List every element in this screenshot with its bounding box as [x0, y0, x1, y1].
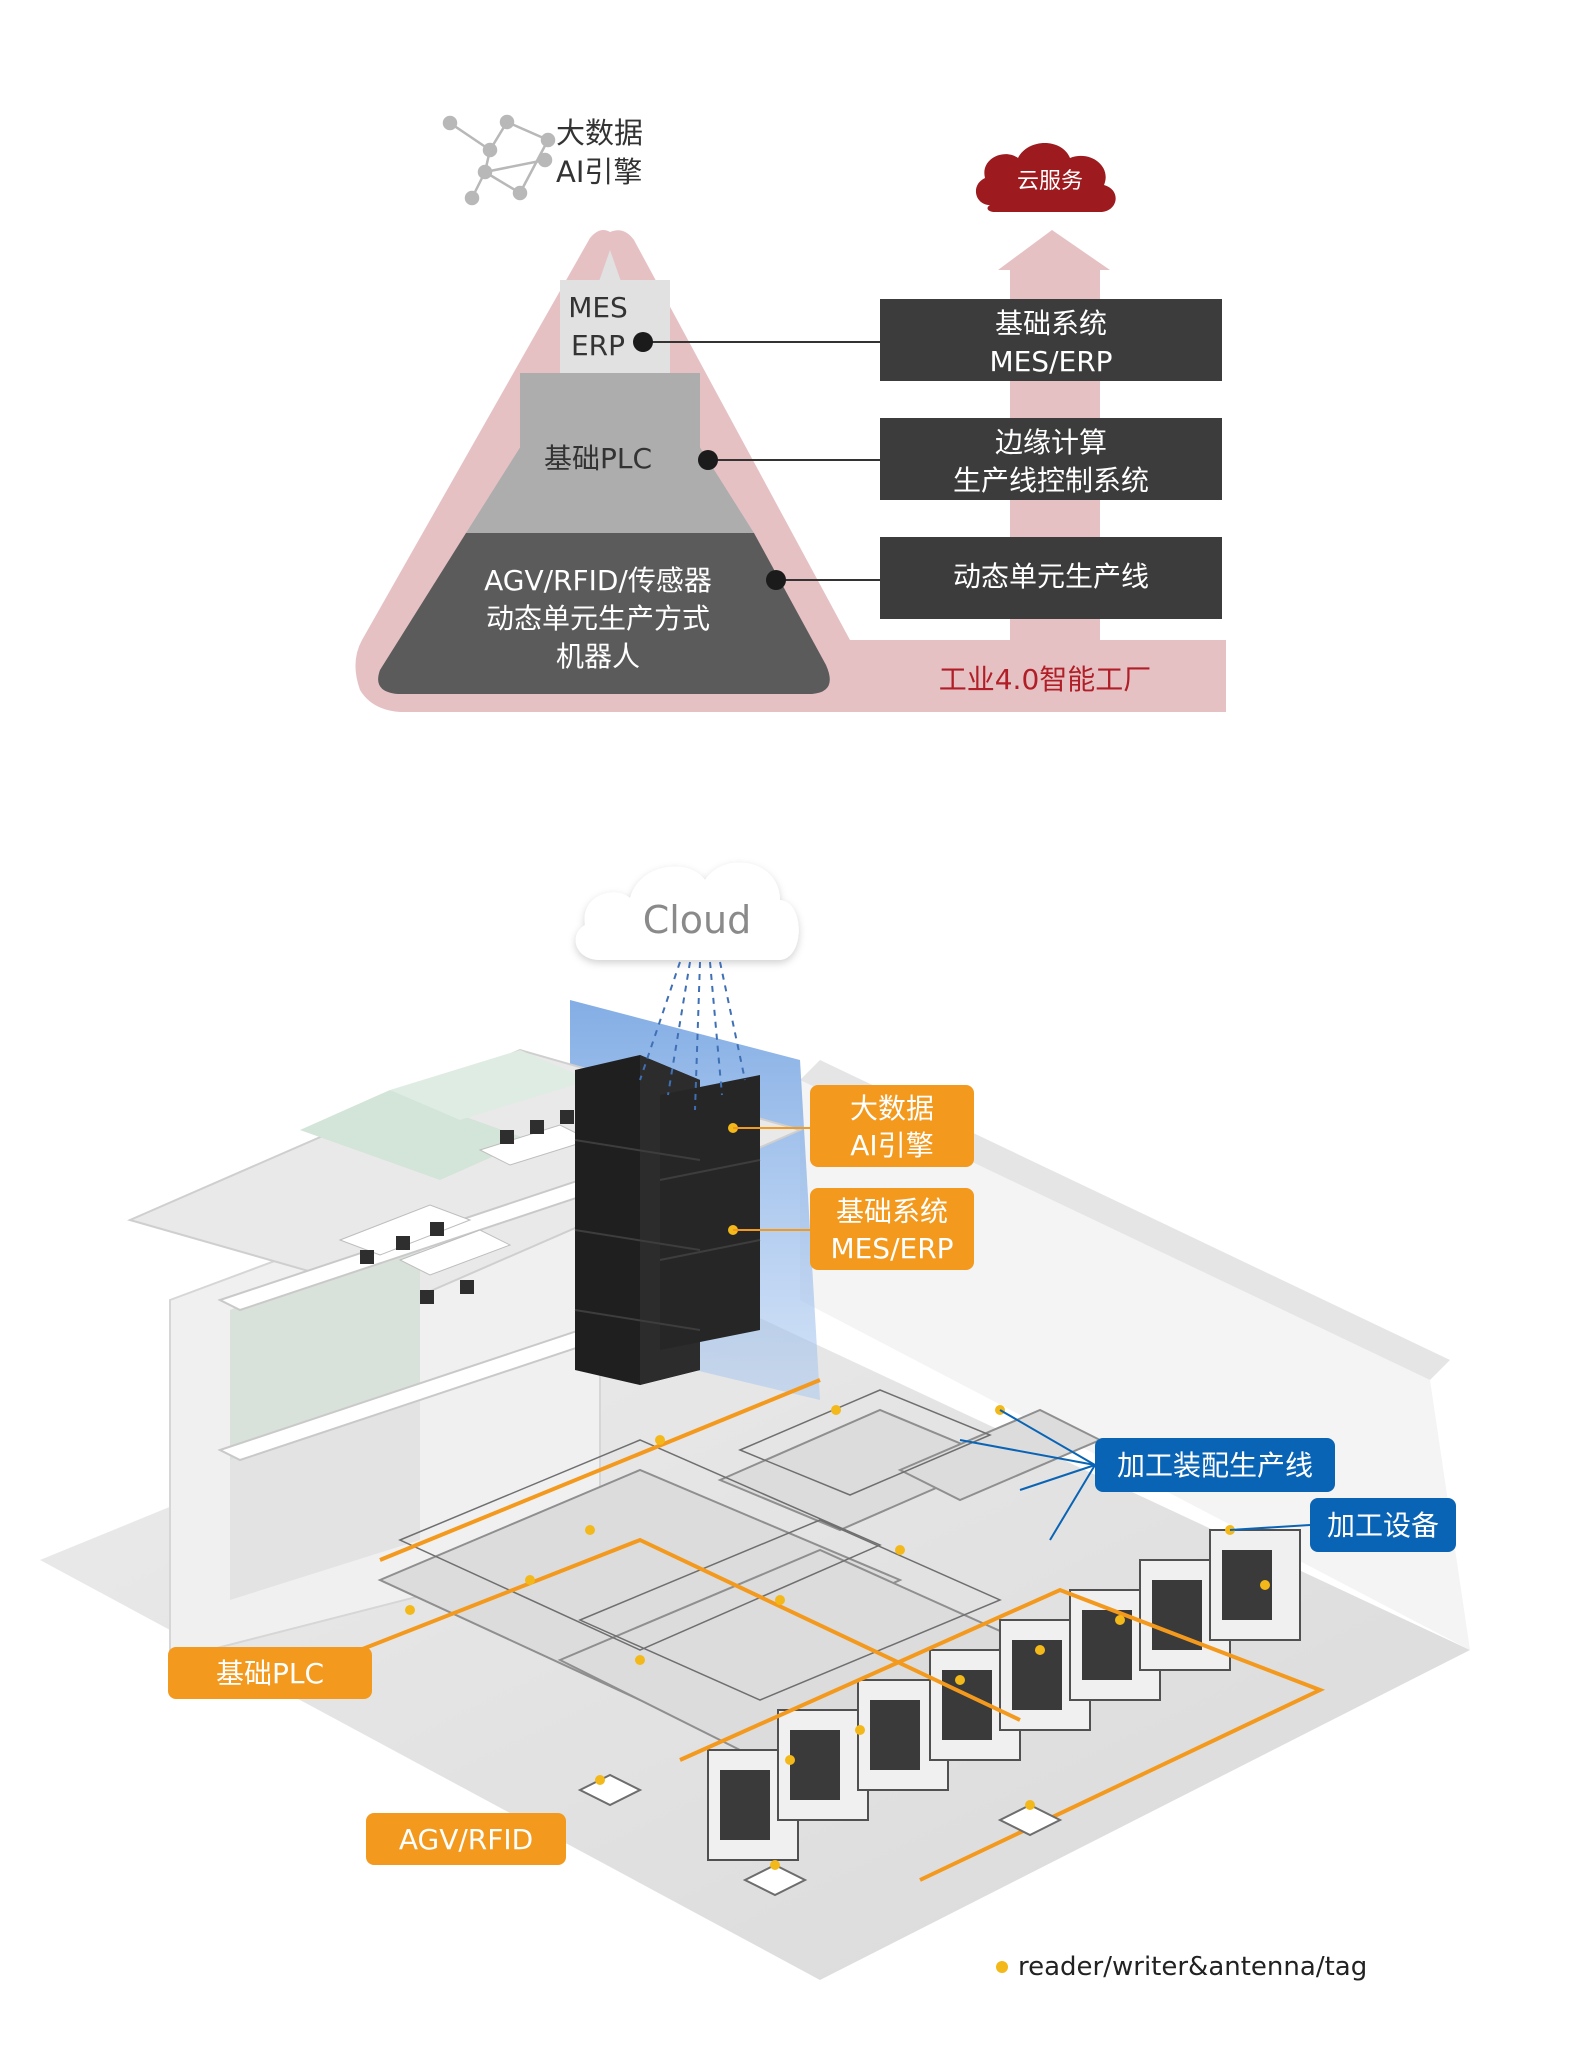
- box-edge-computing: [880, 418, 1222, 500]
- pyramid-tier-middle-fill: [520, 373, 700, 533]
- callout-agv-rfid: [366, 1813, 566, 1865]
- pyramid-tier-bottom: [378, 533, 830, 694]
- callout-assembly-line-label: 加工装配生产线: [1117, 1449, 1313, 1482]
- office-chairs: [360, 1110, 574, 1304]
- callout-agv-rfid-label: AGV/RFID: [399, 1823, 533, 1856]
- callout-machining-label: 加工设备: [1327, 1509, 1439, 1542]
- factory-illustration: Cloud: [40, 862, 1470, 1980]
- callout-mes-erp-line1: 基础系统: [836, 1195, 948, 1228]
- cloud-beams: [639, 961, 746, 1111]
- floor-guide-lines: [359, 1378, 1326, 1882]
- callout-big-data-line1: 大数据: [850, 1092, 934, 1125]
- office-room-green: [300, 1090, 530, 1180]
- cloud-label: Cloud: [643, 898, 752, 942]
- legend: reader/writer&antenna/tag: [996, 1949, 1367, 1985]
- ai-engine-line1: 大数据: [556, 116, 643, 150]
- production-lines: [377, 1408, 1103, 1762]
- callout-plc: [168, 1647, 372, 1699]
- agv-robots: [577, 1773, 1063, 1897]
- office-room-green-2: [390, 1050, 590, 1120]
- pyramid-middle-label: 基础PLC: [544, 442, 652, 475]
- smart-factory-label: 工业4.0智能工厂: [939, 663, 1152, 696]
- pyramid-bottom-line3: 机器人: [556, 640, 640, 673]
- pyramid-top-line1: MES: [568, 291, 628, 324]
- pyramid-connectors: [633, 332, 880, 590]
- callout-assembly-line: [1095, 1438, 1335, 1492]
- machining-equipment: [707, 1529, 1301, 1861]
- callout-mes-erp: [810, 1188, 974, 1270]
- network-graph-icon: [442, 114, 556, 206]
- top-diagram: 大数据 AI引擎 云服务 MES ERP 基础PLC AGV/RFID/传感器 …: [355, 114, 1226, 712]
- pyramid-top-line2: ERP: [571, 329, 625, 362]
- callout-machining: [1310, 1498, 1456, 1552]
- pyramid-bottom-line2: 动态单元生产方式: [486, 602, 710, 635]
- box-edge-computing-line1: 边缘计算: [995, 426, 1107, 459]
- box-edge-computing-line2: 生产线控制系统: [953, 464, 1149, 497]
- callout-big-data-line2: AI引擎: [850, 1129, 933, 1162]
- pyramid-tier-top-fill: [560, 280, 670, 374]
- server-racks: [574, 1055, 761, 1385]
- callout-plc-label: 基础PLC: [216, 1657, 324, 1690]
- pyramid-bottom-line1: AGV/RFID/传感器: [484, 564, 712, 597]
- callout-big-data: [810, 1085, 974, 1167]
- legend-label: reader/writer&antenna/tag: [1018, 1952, 1368, 1982]
- ai-engine-line2: AI引擎: [556, 155, 642, 189]
- box-dynamic-line: [880, 537, 1222, 619]
- cloud-service-label: 云服务: [1017, 169, 1083, 194]
- box-dynamic-line-label: 动态单元生产线: [953, 560, 1149, 593]
- box-mes-erp-line1: 基础系统: [995, 307, 1107, 340]
- cloud-service-icon: [975, 143, 1116, 212]
- box-mes-erp-line2: MES/ERP: [989, 345, 1112, 378]
- callout-mes-erp-line2: MES/ERP: [830, 1232, 953, 1265]
- legend-dot: [996, 1961, 1008, 1973]
- cloud-icon: [575, 862, 799, 960]
- box-mes-erp: [880, 299, 1222, 381]
- callout-connectors: [733, 1127, 810, 1231]
